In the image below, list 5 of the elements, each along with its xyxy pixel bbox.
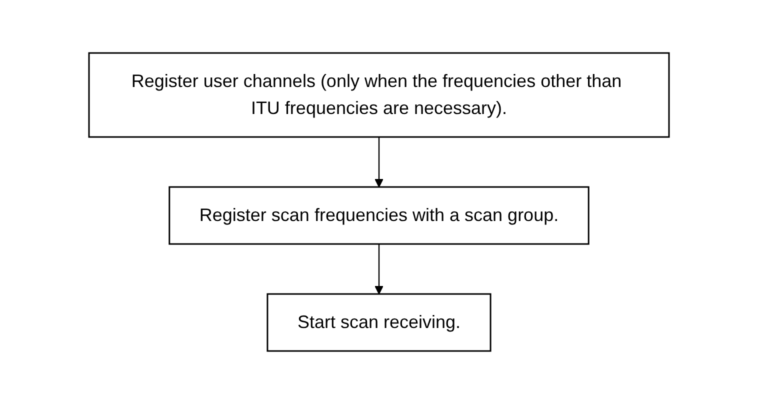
node-box: Start scan receiving. <box>266 292 491 352</box>
node-box: Register user channels (only when the frequencies other than ITU frequencies are necessary). <box>88 52 670 138</box>
arrow <box>374 136 383 187</box>
node-box: Register scan frequencies with a scan group. <box>168 186 589 244</box>
arrow <box>374 244 383 294</box>
